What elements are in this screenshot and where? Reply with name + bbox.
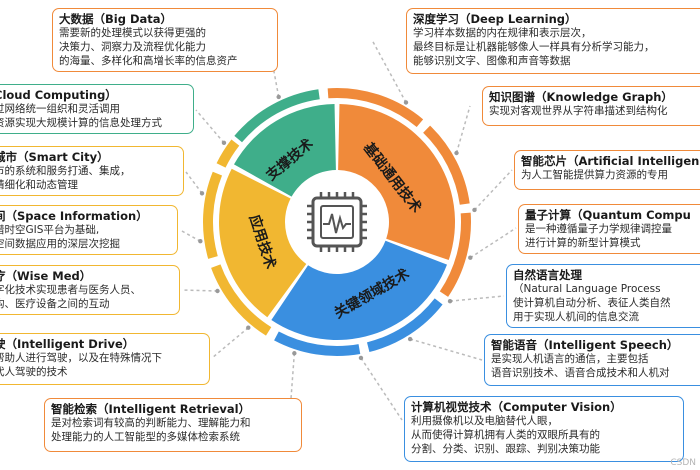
box-knowledge-graph: 知识图谱（Knowledge Graph） 实现对客观世界从字符串描述到结构化 <box>482 86 700 126</box>
outer-ring-segment <box>327 87 424 128</box>
sector-app <box>219 168 307 318</box>
box-desc: 借时空GIS平台为基础, 空间数据应用的深层次挖掘 <box>0 224 120 250</box>
box-big-data: 大数据（Big Data） 需要新的处理模式以获得更强的 决策力、洞察力及流程优… <box>52 8 278 72</box>
connector-dot <box>215 288 220 294</box>
sector-support <box>233 104 336 197</box>
connector-dot <box>447 298 453 304</box>
connector-line <box>409 338 483 361</box>
box-cloud-computing: Cloud Computing） 过网络统一组织和灵活调用 资源实现大规模计算的… <box>0 84 194 134</box>
box-title: 智能语音（Intelligent Speech） <box>491 338 679 352</box>
connector-dot <box>358 355 364 361</box>
box-title: 间（Space Information） <box>0 209 148 223</box>
connector-line <box>211 327 249 359</box>
box-desc: 过网络统一组织和灵活调用 资源实现大规模计算的信息处理方式 <box>0 103 162 129</box>
connector-line <box>473 169 513 211</box>
box-nlp: 自然语言处理 （Natural Language Process 使计算机自动分… <box>506 264 700 328</box>
connector-line <box>360 357 403 421</box>
box-desc: 需要新的处理模式以获得更强的 决策力、洞察力及流程优化能力 的海量、多样化和高增… <box>59 27 238 67</box>
box-desc: 市的系统和服务打通、集成， 精细化和动态管理 <box>0 165 131 191</box>
outer-ring <box>203 87 471 356</box>
box-title: 智能芯片（Artificial Intelligen <box>521 154 700 168</box>
connector-dot <box>468 255 473 260</box>
box-title: 城市（Smart City） <box>0 150 109 164</box>
outer-ring-segment <box>211 264 272 336</box>
connector-line <box>455 105 471 154</box>
box-smart-city: 城市（Smart City） 市的系统和服务打通、集成， 精细化和动态管理 <box>0 146 184 196</box>
connector-line <box>269 49 280 98</box>
connector-dot <box>198 239 203 244</box>
box-space-information: 间（Space Information） 借时空GIS平台为基础, 空间数据应用… <box>0 205 178 255</box>
box-title: Cloud Computing） <box>0 88 117 102</box>
box-title: 量子计算（Quantum Compu <box>525 208 691 222</box>
box-desc: 为人工智能提供算力资源的专用 <box>521 169 668 181</box>
box-desc: 是一种遵循量子力学规律调控量 进行计算的新型计算模式 <box>525 223 672 249</box>
box-intelligent-drive: 驶（Intelligent Drive） 帮助人进行驾驶，以及在特殊情况下 代人… <box>0 333 210 385</box>
connector-dot <box>472 207 477 213</box>
connector-dot <box>292 351 297 356</box>
box-title: 大数据（Big Data） <box>59 12 173 26</box>
outer-ring-segment <box>216 139 240 168</box>
connector-dot <box>221 140 227 146</box>
box-title: 计算机视觉技术（Computer Vision） <box>411 400 622 414</box>
sector-basic <box>338 104 456 261</box>
connector-dot <box>403 100 409 105</box>
connector-dot <box>199 191 205 196</box>
box-desc: 实现对客观世界从字符串描述到结构化 <box>489 105 668 117</box>
sector-key <box>271 240 448 340</box>
connector-dot <box>276 94 281 100</box>
main-ring <box>219 104 456 340</box>
box-desc: 利用摄像机以及电脑替代人眼， 从而使得计算机拥有人类的双眼所具有的 分割、分类、… <box>411 415 600 455</box>
box-title: 驶（Intelligent Drive） <box>0 337 135 351</box>
connector-line <box>371 39 407 103</box>
box-wise-med: 疗（Wise Med） 字化技术实现患者与医务人员、 构、医疗设备之间的互动 <box>0 265 180 315</box>
box-desc: 学习样本数据的内在规律和表示层次， 最终目标是让机器能够像人一样具有分析学习能力… <box>413 27 655 67</box>
box-quantum-computing: 量子计算（Quantum Compu 是一种遵循量子力学规律调控量 进行计算的新… <box>518 204 700 254</box>
chip-waveform-icon <box>289 174 385 270</box>
connector-line <box>469 227 517 259</box>
outer-ring-segment <box>439 212 471 297</box>
box-deep-learning: 深度学习（Deep Learning） 学习样本数据的内在规律和表示层次， 最终… <box>406 8 700 74</box>
outer-ring-segment <box>366 298 443 353</box>
box-ai-chip: 智能芯片（Artificial Intelligen 为人工智能提供算力资源的专… <box>514 150 700 190</box>
watermark: CSDN <box>670 458 696 468</box>
connector-dot <box>246 325 251 330</box>
box-title: 深度学习（Deep Learning） <box>413 12 577 26</box>
box-desc: 是实现人机语言的通信，主要包括 语音识别技术、语音合成技术和人机对 <box>491 353 670 379</box>
box-title: 智能检索（Intelligent Retrieval） <box>51 402 251 416</box>
connector-line <box>449 295 505 302</box>
connector-line <box>181 289 218 292</box>
connector-line <box>179 229 201 242</box>
box-intelligent-retrieval: 智能检索（Intelligent Retrieval） 是对检索词有较高的判断能… <box>44 398 302 452</box>
box-title: 自然语言处理 <box>513 268 582 282</box>
box-title: 疗（Wise Med） <box>0 269 92 283</box>
box-intelligent-speech: 智能语音（Intelligent Speech） 是实现人机语言的通信，主要包括… <box>484 334 700 386</box>
outer-ring-segment <box>274 331 361 356</box>
box-desc: 是对检索词有较高的判断能力、理解能力和 处理能力的人工智能型的多媒体检索系统 <box>51 417 251 443</box>
connector-line <box>195 109 225 144</box>
outer-ring-segment <box>234 89 320 143</box>
outer-ring-segment <box>203 171 223 259</box>
connector-dot <box>407 336 413 342</box>
connector-dot <box>454 150 459 156</box>
connector-line <box>185 171 203 194</box>
box-desc: 字化技术实现患者与医务人员、 构、医疗设备之间的互动 <box>0 284 141 310</box>
box-desc: 帮助人进行驾驶，以及在特殊情况下 代人驾驶的技术 <box>0 352 162 378</box>
outer-ring-segment <box>423 125 470 205</box>
box-computer-vision: 计算机视觉技术（Computer Vision） 利用摄像机以及电脑替代人眼， … <box>404 396 684 462</box>
box-title: 知识图谱（Knowledge Graph） <box>489 90 673 104</box>
box-desc: （Natural Language Process 使计算机自动分析、表征人类自… <box>513 283 671 323</box>
